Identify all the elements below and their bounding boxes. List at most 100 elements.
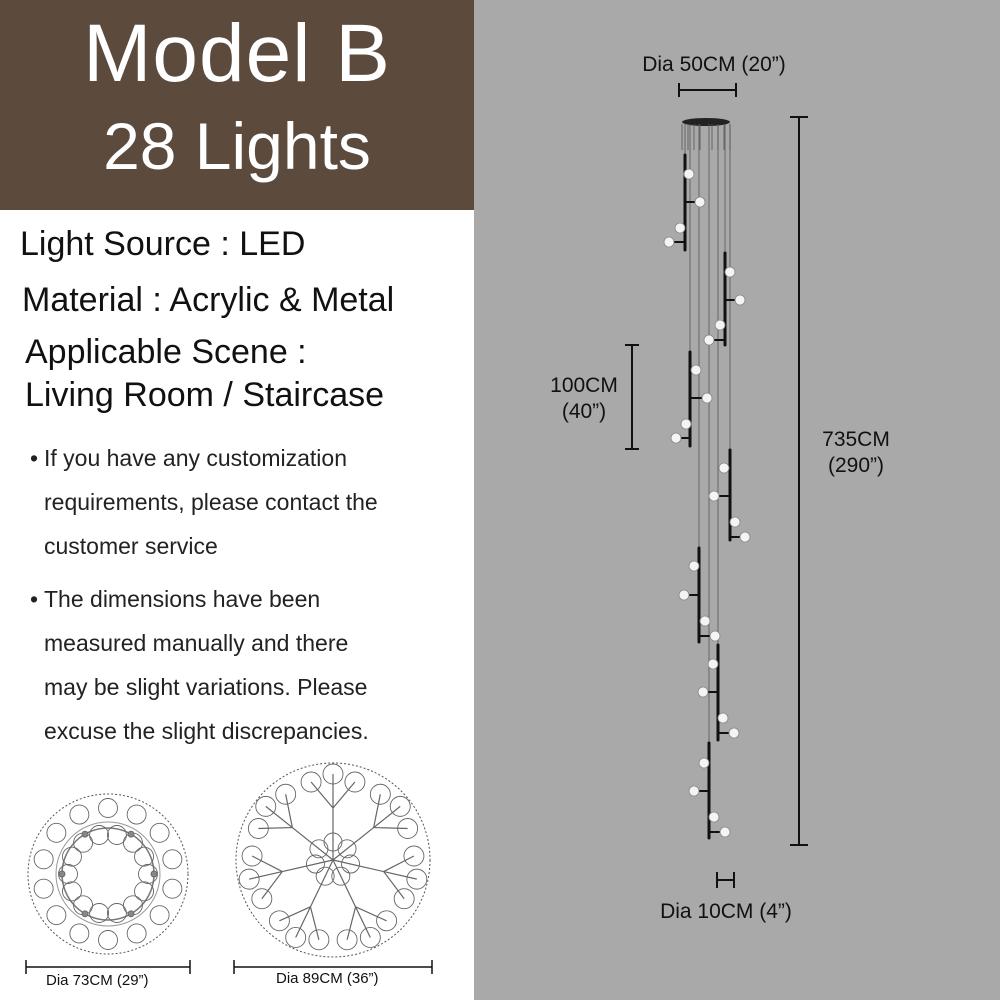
globe-bulb xyxy=(690,364,702,376)
scene-label: Applicable Scene : xyxy=(25,333,307,371)
layout-globe xyxy=(69,923,90,944)
layout-arm xyxy=(373,794,381,828)
model-title: Model B xyxy=(83,8,391,99)
chandelier-drawing xyxy=(625,83,808,888)
note-2-line-4: excuse the slight discrepancies. xyxy=(44,718,369,744)
layout-globe xyxy=(389,795,411,817)
layout-arm xyxy=(383,871,405,900)
globe-bulb xyxy=(683,168,695,180)
layout-arm xyxy=(383,870,417,880)
globe-bulb xyxy=(718,462,730,474)
layout-globe xyxy=(98,930,118,950)
bottom-diameter-label: Dia 10CM (4”) xyxy=(660,900,792,923)
layout-globe xyxy=(62,846,82,867)
note-1-line-3: customer service xyxy=(44,533,218,559)
layout-hub xyxy=(58,870,66,878)
layout-arm xyxy=(332,859,357,908)
layout-arm xyxy=(383,855,415,873)
layout-hub xyxy=(150,870,158,878)
bullet-2: • xyxy=(30,586,39,612)
layout-globe xyxy=(369,783,391,805)
globe-bulb xyxy=(724,266,736,278)
material-spec: Material : Acrylic & Metal xyxy=(22,281,395,319)
light-source-spec: Light Source : LED xyxy=(20,225,306,263)
globe-bulb xyxy=(729,516,741,528)
globe-bulb xyxy=(697,686,709,698)
layout-globe xyxy=(308,929,330,951)
globe-bulb xyxy=(678,589,690,601)
layout-globe xyxy=(98,798,118,818)
note-1-line-2: requirements, please contact the xyxy=(44,489,378,515)
layout-globe xyxy=(162,849,183,870)
globe-bulb xyxy=(674,222,686,234)
globe-bulb xyxy=(739,531,751,543)
globe-bulb xyxy=(728,727,740,739)
layout-arm xyxy=(332,859,384,873)
layout-globe xyxy=(275,783,297,805)
segment-cm-label: 100CM xyxy=(550,374,618,397)
globe-bulb xyxy=(688,785,700,797)
layout-arm xyxy=(265,805,293,829)
globe-bulb xyxy=(717,712,729,724)
layout-globe xyxy=(322,763,344,785)
layout-globe xyxy=(309,839,329,859)
top-diameter-label: Dia 50CM (20”) xyxy=(642,53,786,76)
layout-globe xyxy=(403,845,425,867)
layout-arm xyxy=(279,906,311,922)
globe-bulb xyxy=(734,294,746,306)
layout-globe xyxy=(376,910,398,932)
layout-globe xyxy=(58,864,78,884)
layout-diagram-ring xyxy=(27,793,189,955)
layout-globe xyxy=(241,845,263,867)
layout-hub xyxy=(127,830,135,838)
layout-globe xyxy=(149,822,170,843)
layout-arm xyxy=(282,859,334,873)
layout-globe xyxy=(323,832,343,852)
globe-bulb xyxy=(707,658,719,670)
globe-bulb xyxy=(703,334,715,346)
layout-hub xyxy=(81,910,89,918)
note-2-line-1: The dimensions have been xyxy=(44,586,321,612)
layout-globe xyxy=(33,878,54,899)
layout-hub xyxy=(81,830,89,838)
layout-globe xyxy=(149,905,170,926)
layout-globe xyxy=(247,818,269,839)
layout-globe xyxy=(285,927,307,948)
layout-globe xyxy=(255,795,277,817)
layout-arm xyxy=(332,781,356,809)
globe-bulb xyxy=(708,811,720,823)
layout-globe xyxy=(134,881,154,902)
layout-arm xyxy=(310,781,334,809)
layout-globe xyxy=(46,822,67,843)
layout-globe xyxy=(46,905,67,926)
segment-in-label: (40”) xyxy=(561,400,607,423)
height-cm-label: 735CM xyxy=(822,428,890,451)
layout2-dimension-bar xyxy=(233,960,433,974)
globe-bulb xyxy=(680,418,692,430)
note-1-line-1: If you have any customization xyxy=(44,445,347,471)
layout-globe xyxy=(251,888,273,910)
layout-arm xyxy=(309,906,320,940)
layout-arm xyxy=(346,906,357,940)
product-info-panel: Model B 28 Lights Light Source : LED Mat… xyxy=(0,0,474,1000)
layout-globe xyxy=(138,864,158,884)
layout-arm xyxy=(373,826,408,830)
globe-bulb xyxy=(670,432,682,444)
layout-hub xyxy=(127,910,135,918)
layout-globe xyxy=(359,927,381,948)
layout-arm xyxy=(355,906,387,922)
layout-globe xyxy=(89,825,110,845)
globe-bulb xyxy=(663,236,675,248)
layout-globe xyxy=(69,804,90,825)
layout-globe xyxy=(238,868,260,890)
layout-globe xyxy=(344,771,366,793)
globe-bulb xyxy=(694,196,706,208)
layout-arm xyxy=(249,870,283,880)
layout-globe xyxy=(162,878,183,899)
layout-globe xyxy=(406,868,428,890)
layout-diagram-star xyxy=(235,762,431,958)
layout-globe xyxy=(62,881,82,902)
bullet-1: • xyxy=(30,445,39,471)
layout-arm xyxy=(309,859,334,908)
layout-globe xyxy=(106,825,127,845)
